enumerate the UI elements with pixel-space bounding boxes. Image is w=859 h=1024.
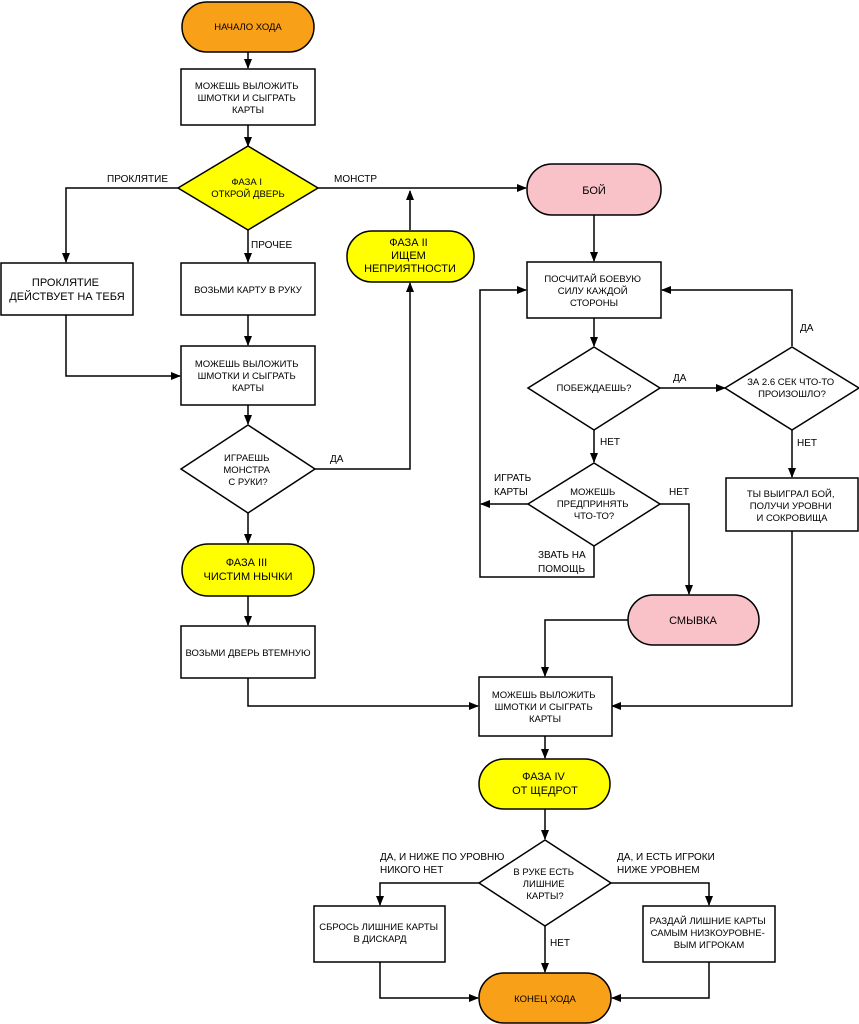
edge-labels: ПРОКЛЯТИЕ МОНСТР ПРОЧЕЕ ДА ДА ДА НЕТ НЕТ… xyxy=(107,174,817,949)
svg-text:БОЙ: БОЙ xyxy=(582,184,606,197)
label-monster: МОНСТР xyxy=(334,174,377,185)
edge-cando-call-help-loop xyxy=(479,286,595,578)
edge-phase1-curse xyxy=(62,187,178,263)
svg-text:МОЖЕШЬ ПРЕДПРИНЯТЬ: МОЖЕШЬ ПРЕДПРИНЯТЬ ЧТО-ТО? xyxy=(557,487,631,522)
node-curse-applies: ПРОКЛЯТИЕ ДЕЙСТВУЕТ НА ТЕБЯ xyxy=(0,262,134,316)
node-discard: СБРОСЬ ЛИШНИЕ КАРТЫ В ДИСКАРД xyxy=(313,905,446,963)
node-flee: СМЫВКА xyxy=(627,594,760,646)
label-no-extra: НЕТ xyxy=(550,938,570,949)
node-extra-cards-q: В РУКЕ ЕСТЬ ЛИШНИЕ КАРТЫ? xyxy=(477,839,613,927)
edge-curse-to-play2 xyxy=(65,315,181,380)
node-play-cards-1: МОЖЕШЬ ВЫЛОЖИТЬ ШМОТКИ И СЫГРАТЬ КАРТЫ xyxy=(180,68,316,126)
svg-text:МОЖЕШЬ ВЫЛОЖИТЬ ШМОТКИ И: МОЖЕШЬ ВЫЛОЖИТЬ ШМОТКИ И СЫГРАТЬ КАРТЫ xyxy=(195,359,301,394)
connectors xyxy=(62,52,796,1002)
label-call-help: ЗВАТЬ НА ПОМОЩЬ xyxy=(538,550,588,575)
label-curse: ПРОКЛЯТИЕ xyxy=(107,174,168,185)
label-yes-monster: ДА xyxy=(330,454,344,465)
svg-text:ФАЗА I ОТКРОЙ ДВЕРЬ: ФАЗА I ОТКРОЙ ДВЕРЬ xyxy=(211,177,284,200)
node-take-door: ВОЗЬМИ ДВЕРЬ ВТЕМНУЮ xyxy=(180,625,316,679)
label-no-can-do: НЕТ xyxy=(669,487,689,498)
edge-cando-no-to-flee xyxy=(660,503,693,595)
node-phase3: ФАЗА III ЧИСТИМ НЫЧКИ xyxy=(181,543,315,597)
svg-text:РАЗДАЙ ЛИШНИЕ КАРТЫ САМЫ: РАЗДАЙ ЛИШНИЕ КАРТЫ САМЫМ НИЗКОУРОВНЕ- В… xyxy=(650,915,769,951)
svg-text:ЗА 2.6 СЕК ЧТО-ТО ПРОИЗО: ЗА 2.6 СЕК ЧТО-ТО ПРОИЗОШЛО? xyxy=(747,377,837,400)
label-yes-something: ДА xyxy=(800,323,814,334)
edge-flee-to-play3 xyxy=(541,619,628,677)
svg-text:ПОБЕЖДАЕШЬ?: ПОБЕЖДАЕШЬ? xyxy=(557,383,632,394)
svg-text:МОЖЕШЬ ВЫЛОЖИТЬ ШМОТКИ И: МОЖЕШЬ ВЫЛОЖИТЬ ШМОТКИ И СЫГРАТЬ КАРТЫ xyxy=(492,690,598,725)
svg-text:ФАЗА IV ОТ ЩЕДРОТ: ФАЗА IV ОТ ЩЕДРОТ xyxy=(512,771,578,797)
node-won: ТЫ ВЫИГРАЛ БОЙ, ПОЛУЧИ УРОВНИ И СОКРОВИЩ… xyxy=(725,477,859,532)
edge-something-yes-loop xyxy=(661,286,793,346)
edge-discard-to-end xyxy=(379,962,479,1002)
node-give-away: РАЗДАЙ ЛИШНИЕ КАРТЫ САМЫМ НИЗКОУРОВНЕ- В… xyxy=(642,905,776,963)
svg-text:СБРОСЬ ЛИШНИЕ КАРТЫ В ДИ: СБРОСЬ ЛИШНИЕ КАРТЫ В ДИСКАРД xyxy=(319,922,440,945)
svg-text:ФАЗА II ИЩЕМ НЕПРИ: ФАЗА II ИЩЕМ НЕПРИЯТНОСТИ xyxy=(364,237,456,275)
svg-text:ПОСЧИТАЙ БОЕВУЮ СИЛУ КАЖ: ПОСЧИТАЙ БОЕВУЮ СИЛУ КАЖДОЙ СТОРОНЫ xyxy=(544,273,643,309)
edge-won-to-play3 xyxy=(611,531,793,710)
node-end-turn: КОНЕЦ ХОДА xyxy=(478,972,612,1024)
label-yes-win: ДА xyxy=(673,373,687,384)
svg-text:ФАЗА III ЧИСТИМ НЫЧКИ: ФАЗА III ЧИСТИМ НЫЧКИ xyxy=(204,557,293,583)
node-play-cards-2: МОЖЕШЬ ВЫЛОЖИТЬ ШМОТКИ И СЫГРАТЬ КАРТЫ xyxy=(180,345,316,406)
node-play-cards-3: МОЖЕШЬ ВЫЛОЖИТЬ ШМОТКИ И СЫГРАТЬ КАРТЫ xyxy=(478,676,613,737)
label-yes-no-lower: ДА, И НИЖЕ ПО УРОВНЮ НИКОГО НЕТ xyxy=(380,852,507,876)
svg-text:ТЫ ВЫИГРАЛ БОЙ, ПОЛУЧИ У: ТЫ ВЫИГРАЛ БОЙ, ПОЛУЧИ УРОВНИ И СОКРОВИЩ… xyxy=(747,488,837,524)
node-phase1: ФАЗА I ОТКРОЙ ДВЕРЬ xyxy=(176,145,320,231)
svg-text:ВОЗЬМИ КАРТУ В РУКУ: ВОЗЬМИ КАРТУ В РУКУ xyxy=(194,285,303,296)
node-phase2: ФАЗА II ИЩЕМ НЕПРИЯТНОСТИ xyxy=(346,230,475,283)
edge-extraq-yes-discard xyxy=(376,882,479,906)
svg-text:МОЖЕШЬ ВЫЛОЖИТЬ ШМОТКИ И: МОЖЕШЬ ВЫЛОЖИТЬ ШМОТКИ И СЫГРАТЬ КАРТЫ xyxy=(195,81,301,116)
node-phase4: ФАЗА IV ОТ ЩЕДРОТ xyxy=(478,758,611,810)
node-something-q: ЗА 2.6 СЕК ЧТО-ТО ПРОИЗОШЛО? xyxy=(723,346,859,431)
edge-give-to-end xyxy=(611,962,710,1002)
edge-extraq-yes-give xyxy=(611,882,713,906)
node-winning-q: ПОБЕЖДАЕШЬ? xyxy=(526,346,662,431)
node-take-card: ВОЗЬМИ КАРТУ В РУКУ xyxy=(180,262,316,316)
svg-text:ПРОКЛЯТИЕ ДЕЙСТВУЕТ НА Т: ПРОКЛЯТИЕ ДЕЙСТВУЕТ НА ТЕБЯ xyxy=(9,277,125,303)
label-yes-lower: ДА, И ЕСТЬ ИГРОКИ НИЖЕ УРОВНЕМ xyxy=(617,852,718,876)
svg-text:КОНЕЦ ХОДА: КОНЕЦ ХОДА xyxy=(514,994,576,1005)
node-can-do-q: МОЖЕШЬ ПРЕДПРИНЯТЬ ЧТО-ТО? xyxy=(526,462,662,547)
node-play-monster-q: ИГРАЕШЬ МОНСТРА С РУКИ? xyxy=(179,424,317,514)
svg-text:ИГРАЕШЬ МОНСТРА С: ИГРАЕШЬ МОНСТРА С РУКИ? xyxy=(223,453,272,488)
label-no-something: НЕТ xyxy=(797,438,817,449)
label-other: ПРОЧЕЕ xyxy=(251,240,293,251)
svg-text:СМЫВКА: СМЫВКА xyxy=(669,615,717,627)
edge-takedoor-to-play3 xyxy=(247,678,479,710)
node-count-power: ПОСЧИТАЙ БОЕВУЮ СИЛУ КАЖДОЙ СТОРОНЫ xyxy=(526,261,662,319)
svg-text:ВОЗЬМИ ДВЕРЬ ВТЕМНУЮ: ВОЗЬМИ ДВЕРЬ ВТЕМНУЮ xyxy=(185,648,311,659)
label-play-cards: ИГРАТЬ КАРТЫ xyxy=(494,473,534,498)
node-start-turn: НАЧАЛО ХОДА xyxy=(181,1,315,53)
edge-monsterq-yes-to-phase2 xyxy=(315,282,414,470)
node-fight: БОЙ xyxy=(526,163,662,216)
svg-text:В РУКЕ ЕСТЬ ЛИШНИЕ: В РУКЕ ЕСТЬ ЛИШНИЕ КАРТЫ? xyxy=(513,867,576,902)
svg-text:НАЧАЛО ХОДА: НАЧАЛО ХОДА xyxy=(214,22,282,33)
label-no-win: НЕТ xyxy=(600,437,620,448)
